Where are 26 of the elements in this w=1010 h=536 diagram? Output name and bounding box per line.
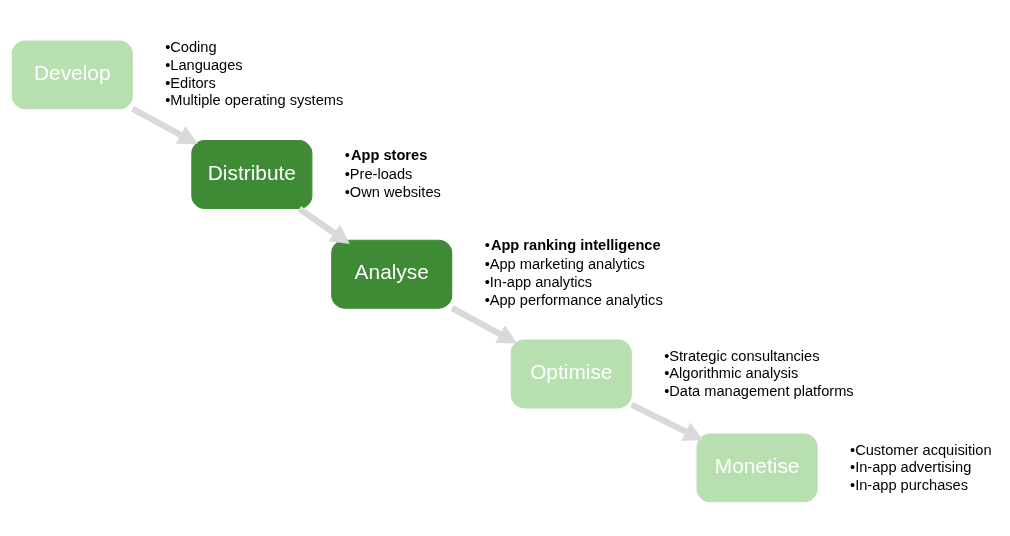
arrow (131, 105, 198, 144)
node-label: •Pre-loads (344, 165, 413, 182)
node-label: •Strategic consultancies (664, 347, 820, 364)
node-label: •App ranking intelligence (484, 236, 661, 253)
node-box: Analyse (331, 239, 453, 309)
node-label: •Coding (165, 38, 217, 55)
node-box: Optimise (510, 339, 632, 408)
node-label: •Languages (165, 56, 243, 73)
node-label: •Own websites (344, 183, 441, 200)
node-label: •Editors (165, 74, 216, 91)
node-label: •In-app analytics (484, 273, 593, 290)
node-label: •App performance analytics (484, 291, 663, 308)
node-label: •App marketing analytics (484, 255, 645, 272)
node-label: •In-app purchases (850, 476, 969, 493)
node-box: Monetise (696, 432, 818, 502)
node-label: •Multiple operating systems (165, 91, 344, 108)
node-label: •In-app advertising (850, 458, 972, 475)
node-label: •Algorithmic analysis (664, 364, 799, 381)
node-label: •Customer acquisition (850, 441, 992, 458)
node-label: •App stores (344, 146, 428, 163)
node-box: Develop (11, 39, 133, 109)
arrow (297, 205, 350, 244)
arrow (450, 304, 518, 343)
arrow (630, 401, 704, 441)
node-box: Distribute (191, 139, 313, 209)
node-label: •Data management platforms (664, 382, 854, 399)
